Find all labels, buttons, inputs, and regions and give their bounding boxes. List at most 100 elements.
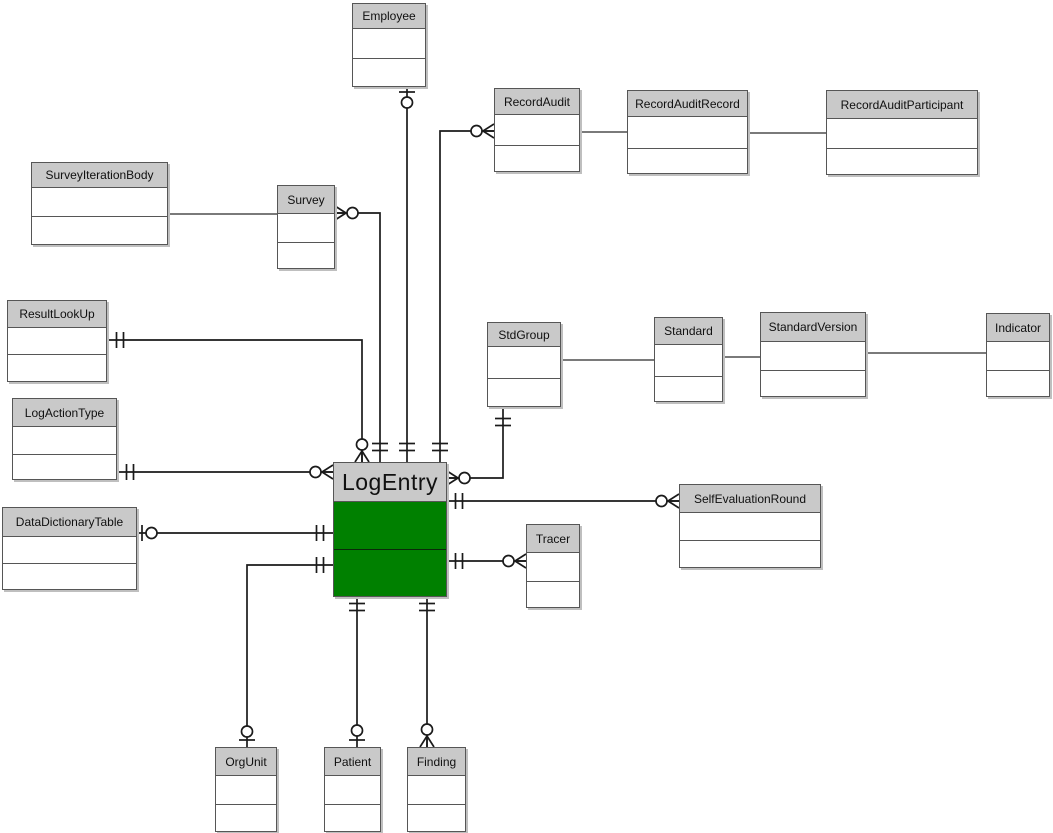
entity-attribute-section — [628, 149, 747, 173]
entity-attribute-section — [655, 377, 722, 401]
cardinality-marker — [419, 735, 428, 748]
entity-attribute-section — [488, 379, 560, 406]
entity-attribute-section — [13, 455, 116, 479]
cardinality-marker — [361, 450, 370, 463]
entity-attribute-section — [353, 59, 425, 86]
entity-indicator[interactable]: Indicator — [986, 313, 1050, 397]
entity-attribute-section — [680, 513, 820, 541]
entity-attribute-section — [216, 805, 276, 831]
cardinality-marker — [321, 464, 334, 473]
entity-title: RecordAuditRecord — [628, 91, 747, 117]
entity-title: OrgUnit — [216, 748, 276, 776]
entity-survey[interactable]: Survey — [277, 185, 335, 269]
entity-recordauditparticipant[interactable]: RecordAuditParticipant — [826, 90, 978, 175]
cardinality-marker — [667, 493, 680, 502]
cardinality-zero-circle — [470, 124, 483, 138]
entity-attribute-section — [278, 243, 334, 268]
entity-tracer[interactable]: Tracer — [526, 524, 580, 608]
entity-stdgroup[interactable]: StdGroup — [487, 322, 561, 407]
entity-recordauditrecord[interactable]: RecordAuditRecord — [627, 90, 748, 174]
entity-title: Standard — [655, 318, 722, 345]
entity-employee[interactable]: Employee — [352, 3, 426, 87]
cardinality-marker — [482, 130, 495, 139]
relationship-line-recordaudit-logentry — [439, 130, 494, 462]
entity-title: SelfEvaluationRound — [680, 485, 820, 513]
entity-standard[interactable]: Standard — [654, 317, 723, 402]
entity-attribute-section — [353, 29, 425, 59]
cardinality-marker — [446, 470, 459, 479]
cardinality-marker — [426, 735, 435, 748]
entity-orgunit[interactable]: OrgUnit — [215, 747, 277, 832]
entity-attribute-section — [408, 805, 465, 831]
entity-title: Patient — [325, 748, 380, 776]
cardinality-zero-circle — [502, 554, 515, 568]
entity-title: Tracer — [527, 525, 579, 553]
entity-resultlookup[interactable]: ResultLookUp — [7, 300, 107, 382]
entity-attribute-section — [8, 355, 106, 381]
cardinality-marker — [334, 205, 347, 214]
entity-surveyiterationbody[interactable]: SurveyIterationBody — [31, 162, 168, 245]
entity-attribute-section — [761, 342, 865, 371]
entity-attribute-section — [278, 214, 334, 243]
entity-attribute-section — [761, 371, 865, 396]
relationship-line-survey-logentry — [335, 212, 381, 462]
entity-logentry[interactable]: LogEntry — [333, 462, 447, 597]
entity-title: DataDictionaryTable — [3, 508, 136, 537]
entity-attribute-section — [325, 776, 380, 805]
entity-patient[interactable]: Patient — [324, 747, 381, 832]
cardinality-zero-circle — [355, 438, 369, 451]
cardinality-marker — [334, 212, 347, 221]
cardinality-marker — [514, 553, 527, 562]
entity-attribute-section — [488, 347, 560, 379]
cardinality-marker — [354, 450, 363, 463]
entity-attribute-section — [408, 776, 465, 805]
entity-title: LogEntry — [334, 463, 446, 502]
cardinality-zero-circle — [350, 724, 364, 737]
entity-finding[interactable]: Finding — [407, 747, 466, 832]
cardinality-marker — [514, 560, 527, 569]
entity-title: RecordAudit — [495, 89, 579, 115]
entity-attribute-section — [987, 371, 1049, 396]
entity-attribute-section — [334, 550, 446, 596]
entity-attribute-section — [32, 217, 167, 244]
entity-attribute-section — [32, 188, 167, 217]
entity-attribute-section — [3, 564, 136, 589]
entity-attribute-section — [987, 342, 1049, 371]
cardinality-zero-circle — [145, 526, 158, 540]
entity-title: Employee — [353, 4, 425, 29]
entity-selfevaluationround[interactable]: SelfEvaluationRound — [679, 484, 821, 568]
entity-logactiontype[interactable]: LogActionType — [12, 398, 117, 480]
entity-title: LogActionType — [13, 399, 116, 427]
cardinality-zero-circle — [240, 725, 254, 738]
entity-attribute-section — [827, 149, 977, 174]
cardinality-marker — [482, 123, 495, 132]
entity-attribute-section — [325, 805, 380, 831]
entity-attribute-section — [495, 115, 579, 146]
entity-attribute-section — [8, 328, 106, 355]
cardinality-marker — [446, 477, 459, 486]
relationship-line-resultlookup-logentry — [107, 339, 363, 462]
entity-title: StdGroup — [488, 323, 560, 347]
entity-attribute-section — [334, 502, 446, 550]
entity-title: SurveyIterationBody — [32, 163, 167, 188]
entity-attribute-section — [527, 553, 579, 582]
entity-attribute-section — [827, 119, 977, 149]
cardinality-zero-circle — [420, 723, 434, 736]
entity-title: Indicator — [987, 314, 1049, 342]
entity-attribute-section — [495, 146, 579, 171]
entity-recordaudit[interactable]: RecordAudit — [494, 88, 580, 172]
cardinality-zero-circle — [400, 96, 414, 109]
entity-attribute-section — [216, 776, 276, 805]
entity-title: ResultLookUp — [8, 301, 106, 328]
entity-attribute-section — [628, 117, 747, 149]
entity-standardversion[interactable]: StandardVersion — [760, 312, 866, 397]
entity-datadictionarytable[interactable]: DataDictionaryTable — [2, 507, 137, 590]
relationship-line-stdgroup-logentry — [447, 407, 504, 479]
entity-title: Survey — [278, 186, 334, 214]
cardinality-zero-circle — [346, 206, 359, 220]
entity-attribute-section — [680, 541, 820, 567]
entity-attribute-section — [3, 537, 136, 564]
entity-title: RecordAuditParticipant — [827, 91, 977, 119]
